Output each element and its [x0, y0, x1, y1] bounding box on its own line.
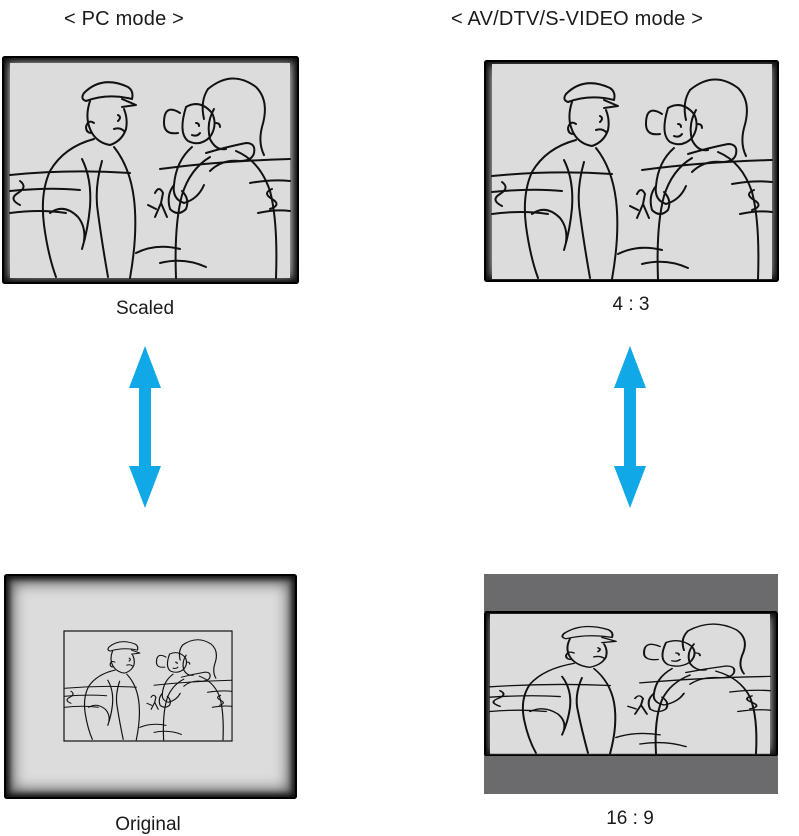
double-headed-vertical-arrow-icon	[612, 346, 648, 508]
family-beach-scene-icon	[2, 56, 299, 284]
family-beach-scene-icon	[484, 60, 779, 282]
ratio-16-9-screen	[484, 611, 778, 757]
scaled-label: Scaled	[116, 298, 174, 320]
double-headed-vertical-arrow-icon	[127, 346, 163, 508]
letterbox-bottom-bar	[484, 756, 778, 794]
ratio-4-3-screen	[484, 60, 779, 282]
family-beach-scene-icon	[484, 611, 778, 757]
original-label: Original	[115, 814, 180, 836]
letterbox-top-bar	[484, 574, 778, 612]
ratio-4-3-label: 4 : 3	[613, 294, 650, 316]
av-mode-heading: < AV/DTV/S-VIDEO mode >	[451, 8, 703, 31]
pc-mode-heading: < PC mode >	[64, 8, 184, 31]
ratio-16-9-label: 16 : 9	[606, 808, 654, 830]
scaled-screen	[2, 56, 299, 284]
family-beach-scene-icon	[4, 574, 297, 799]
original-screen	[4, 574, 297, 799]
